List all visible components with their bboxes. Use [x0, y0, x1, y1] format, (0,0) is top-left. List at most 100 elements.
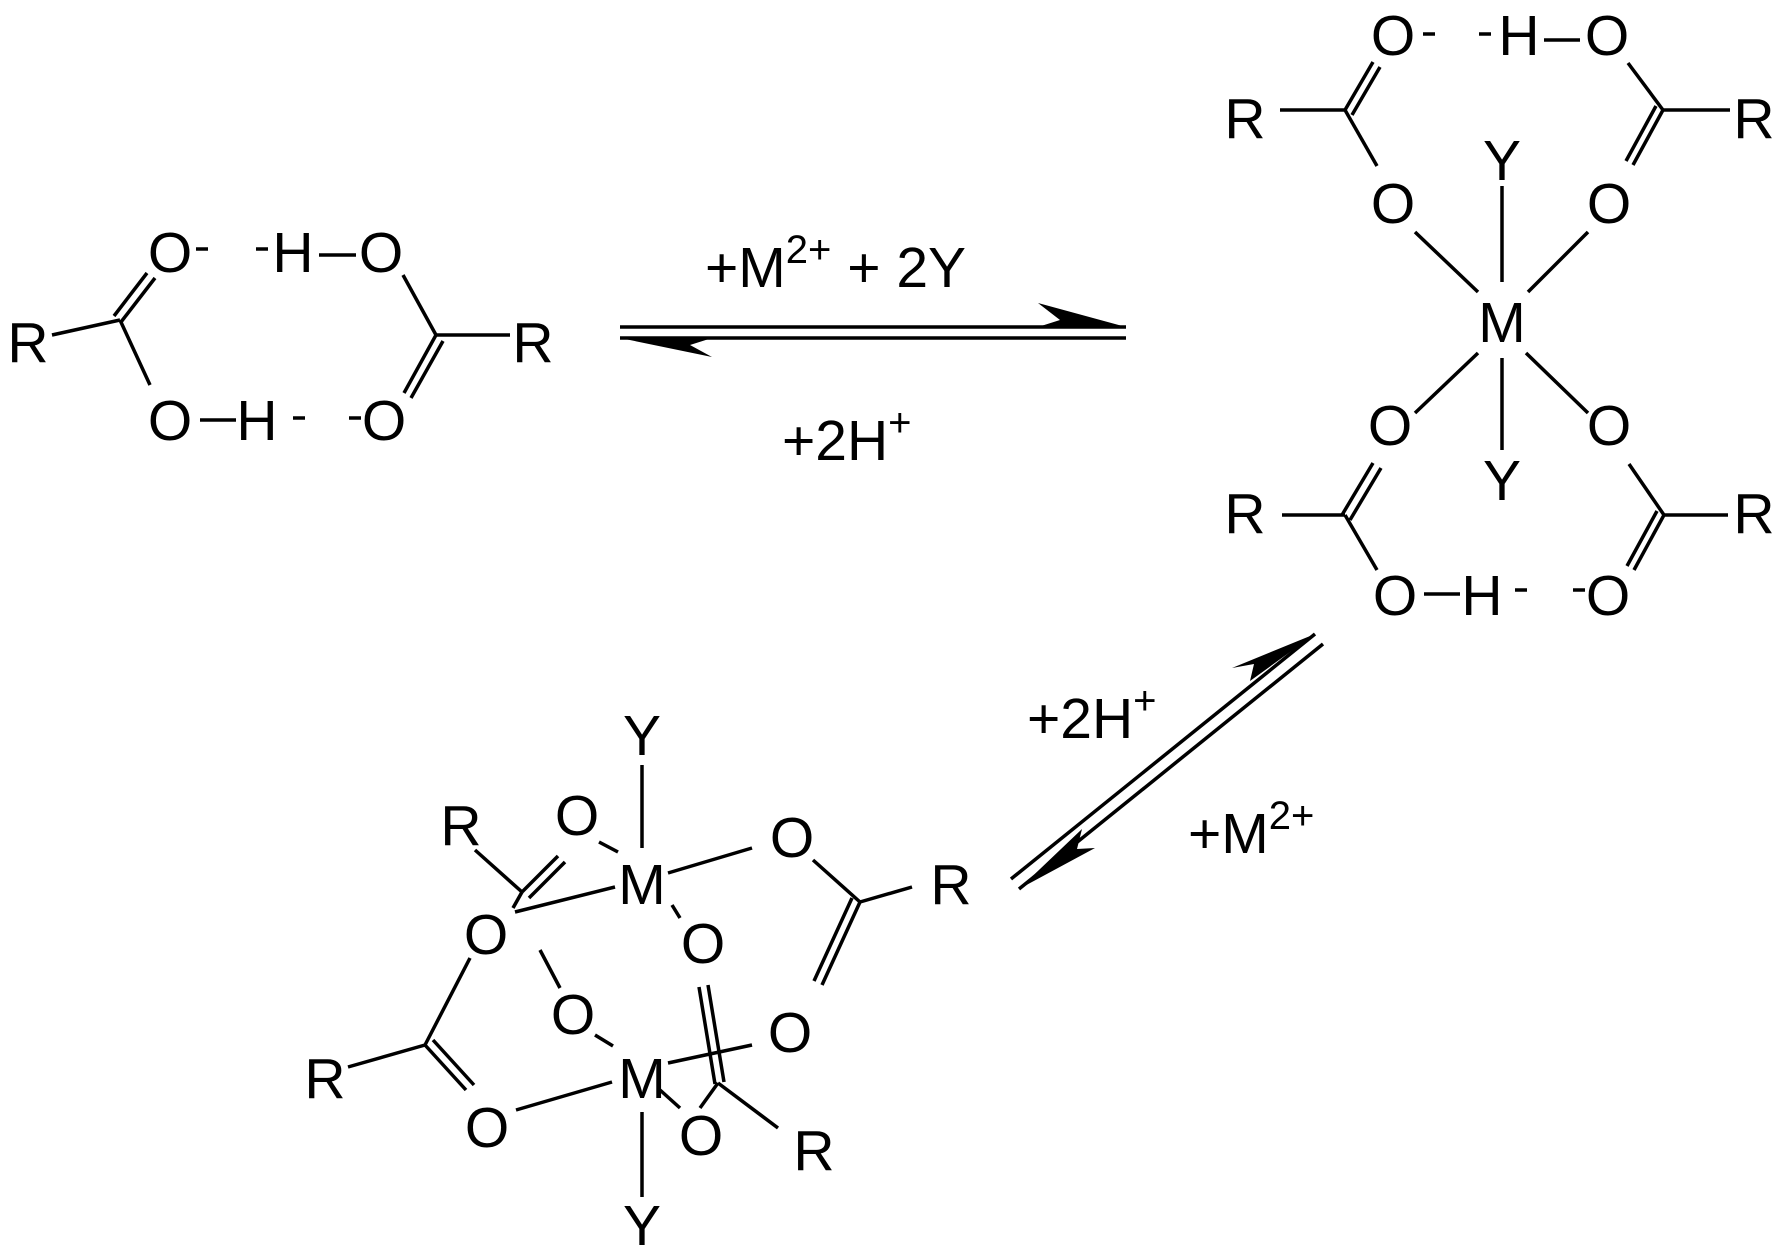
reagent-label-reverse: +2H+ — [782, 401, 912, 473]
bond-o-c — [1627, 463, 1666, 516]
atom-o: O — [1371, 4, 1415, 68]
forward-arrow-head — [1038, 303, 1126, 327]
bond-r-c — [473, 848, 524, 894]
bond-c-o — [698, 1081, 720, 1110]
double-bond-c-o — [820, 901, 862, 986]
octahedral-metal-complex: O H O R R Y O O M O O Y R R O H O — [1224, 4, 1774, 628]
double-bond-c-o — [1632, 514, 1666, 571]
double-bond-c-o-2 — [1350, 66, 1382, 116]
double-bond-c-o — [1631, 109, 1665, 166]
equilibrium-arrow-diagonal: +2H+ +M2+ — [1009, 632, 1325, 891]
atom-h: H — [236, 389, 277, 453]
atom-y: Y — [623, 1194, 661, 1250]
atom-o: O — [465, 1096, 509, 1160]
atom-h: H — [1461, 564, 1502, 628]
bond-o-c — [423, 957, 472, 1046]
bond-r-c — [347, 1043, 426, 1069]
bond-o-m — [594, 1033, 614, 1048]
bond-o-m — [1413, 230, 1480, 294]
dinuclear-metal-complex: Y R O O M R O O O O R M O O R Y — [304, 704, 971, 1250]
double-bond-c-o-right — [402, 334, 438, 394]
double-bond-c-o-left-2 — [112, 271, 149, 318]
bond-m-o-cross — [667, 1043, 753, 1065]
atom-r: R — [7, 311, 48, 375]
bond-o-o — [538, 949, 562, 989]
equilibrium-arrow-top: +M2+ + 2Y +2H+ — [620, 228, 1126, 473]
bond-m-o — [1524, 351, 1590, 415]
bond-c-o — [511, 891, 524, 909]
reverse-arrow-head — [1019, 829, 1095, 889]
atom-o: O — [362, 389, 406, 453]
atom-o: O — [148, 389, 192, 453]
bond-c-r — [716, 1081, 780, 1130]
atom-o: O — [1373, 564, 1417, 628]
bond-o-c-right — [401, 274, 438, 336]
bond-c-oh — [1343, 514, 1379, 571]
atom-o: O — [770, 806, 814, 870]
double-bond-c-o-2 — [1625, 510, 1659, 567]
reagent-label-reverse: +M2+ — [1188, 794, 1314, 866]
atom-r: R — [304, 1047, 345, 1111]
atom-o: O — [1585, 4, 1629, 68]
double-bond-c-o-left — [119, 276, 157, 324]
atom-r: R — [1224, 87, 1265, 151]
double-bond-c-o — [423, 1043, 468, 1092]
atom-y: Y — [1483, 129, 1521, 193]
atom-o: O — [679, 1104, 723, 1168]
carboxylic-acid-dimer: R O H O O H O R — [7, 221, 553, 453]
atom-r: R — [440, 794, 481, 858]
bond-m-o — [1413, 351, 1480, 415]
atom-o: O — [1587, 172, 1631, 236]
double-bond-c-o-2 — [1624, 105, 1658, 162]
double-bond-o-c-2 — [1348, 467, 1383, 521]
atom-r: R — [1733, 482, 1774, 546]
atom-m: M — [618, 853, 665, 917]
double-bond-c-o-right-2 — [409, 340, 445, 399]
double-bond-c-o-2 — [812, 897, 854, 982]
bond-c-oh-left — [118, 319, 152, 386]
atom-m: M — [618, 1047, 665, 1111]
double-bond-o-c — [1340, 462, 1375, 516]
atom-h: H — [272, 221, 313, 285]
atom-r: R — [930, 853, 971, 917]
double-bond-c-o-2 — [431, 1038, 476, 1087]
bond-r-c-left — [51, 318, 121, 337]
atom-y: Y — [623, 704, 661, 768]
atom-r: R — [793, 1119, 834, 1183]
bond-m-o — [658, 1088, 682, 1110]
atom-o: O — [1587, 394, 1631, 458]
reagent-label-forward: +2H+ — [1027, 679, 1157, 751]
atom-o: O — [768, 1001, 812, 1065]
bond-o-m — [598, 840, 619, 854]
forward-arrow-head — [1232, 634, 1315, 681]
atom-o: O — [681, 912, 725, 976]
atom-y: Y — [1483, 449, 1521, 513]
atom-o: O — [464, 903, 508, 967]
bond-m-o — [670, 904, 682, 919]
bond-o-m — [1526, 230, 1590, 294]
atom-r: R — [1224, 482, 1265, 546]
double-bond-c-o — [1343, 61, 1375, 111]
atom-o: O — [1371, 172, 1415, 236]
bond-o-c — [1626, 61, 1665, 112]
atom-o: O — [1368, 394, 1412, 458]
double-bond-o-c-2 — [697, 986, 717, 1085]
bond-o-m — [515, 1080, 613, 1112]
reverse-arrow-head — [620, 338, 712, 357]
bond-o-c — [811, 858, 862, 904]
atom-o: O — [148, 221, 192, 285]
bond-m-o — [667, 846, 753, 875]
atom-r: R — [1733, 87, 1774, 151]
reagent-label-forward: +M2+ + 2Y — [705, 228, 966, 300]
bond-c-o — [1343, 109, 1379, 167]
atom-m: M — [1478, 291, 1525, 355]
atom-r: R — [512, 311, 553, 375]
double-bond-c-o — [520, 854, 560, 894]
double-bond-c-o-2 — [527, 860, 567, 900]
atom-o: O — [555, 784, 599, 848]
bond-c-r — [859, 885, 913, 904]
atom-h: H — [1498, 4, 1539, 68]
atom-o: O — [1586, 564, 1630, 628]
bond-o-m-cross — [514, 885, 616, 914]
